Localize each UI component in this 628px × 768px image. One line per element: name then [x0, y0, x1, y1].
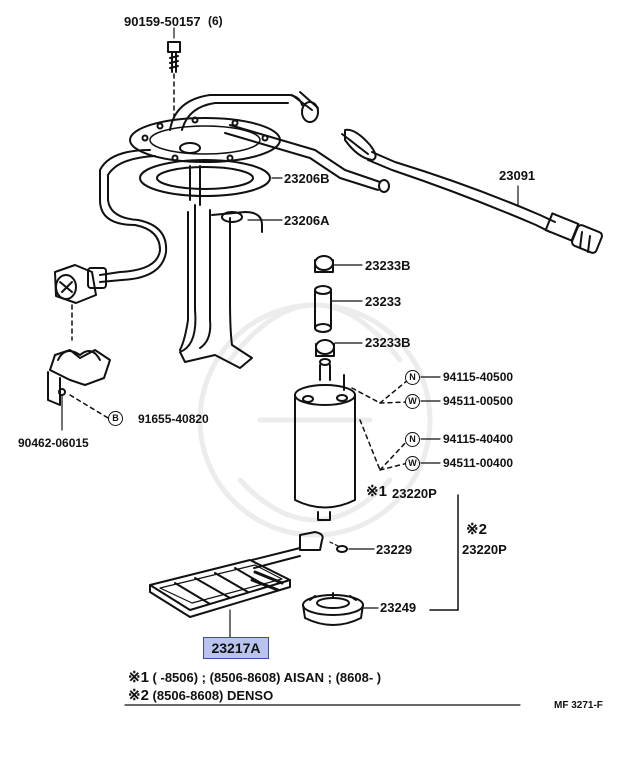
- pump-hose: [314, 285, 363, 333]
- label-nut-2[interactable]: 94115-40400: [443, 432, 514, 446]
- label-retainer[interactable]: 23249: [380, 600, 417, 615]
- note-1-text: ( -8506) ; (8506-8608) AISAN ; (8608- ): [152, 670, 382, 685]
- label-clamp-upper[interactable]: 23233B: [365, 258, 411, 273]
- gauge-bracket: [179, 204, 263, 369]
- label-pump-1-marker: ※1: [366, 483, 387, 500]
- nut-badge-icon: N: [405, 432, 420, 447]
- clamp-lower: [315, 339, 363, 357]
- note-2-text: (8506-8608) DENSO: [152, 688, 274, 703]
- note-1: ※1 ( -8506) ; (8506-8608) AISAN ; (8608-…: [128, 668, 381, 686]
- label-bolt[interactable]: 90159-50157: [124, 14, 201, 29]
- outlet-pipes: [169, 91, 390, 193]
- gasket-upper: [139, 159, 271, 206]
- retainer-part: [302, 592, 379, 626]
- label-filter-highlighted[interactable]: 23217A: [203, 637, 269, 659]
- diagram-code: MF 3271-F: [554, 700, 603, 711]
- connector-part: [54, 264, 107, 341]
- bolt-badge-icon: B: [108, 411, 123, 426]
- label-washer-1[interactable]: 94511-00500: [443, 394, 514, 408]
- note-2-marker: ※2: [128, 687, 149, 704]
- label-pump-1[interactable]: 23220P: [392, 486, 437, 501]
- label-pump-2[interactable]: 23220P: [462, 542, 507, 557]
- label-hose[interactable]: 23091: [499, 168, 536, 183]
- label-bracket-bolt[interactable]: 91655-40820: [138, 412, 209, 426]
- label-cushion[interactable]: 23229: [376, 542, 413, 557]
- label-gasket-lower[interactable]: 23206A: [284, 213, 330, 228]
- filter-part: [149, 559, 291, 638]
- bracket-part: [47, 349, 111, 431]
- fuel-hose: [341, 128, 603, 254]
- cushion-part: [329, 541, 375, 553]
- fuel-pump: [294, 358, 409, 521]
- wire-harness: [99, 149, 168, 283]
- nut-badge-icon: N: [405, 370, 420, 385]
- label-pump-hose[interactable]: 23233: [365, 294, 402, 309]
- washer-badge-icon: W: [405, 456, 420, 471]
- label-nut-1[interactable]: 94115-40500: [443, 370, 514, 384]
- label-washer-2[interactable]: 94511-00400: [443, 456, 514, 470]
- clamp-upper: [314, 255, 363, 273]
- washer-badge-icon: W: [405, 394, 420, 409]
- label-bolt-qty: (6): [208, 14, 223, 28]
- label-gasket-upper[interactable]: 23206B: [284, 171, 330, 186]
- note-1-marker: ※1: [128, 669, 149, 686]
- label-bracket[interactable]: 90462-06015: [18, 436, 89, 450]
- note-2: ※2 (8506-8608) DENSO: [128, 686, 273, 704]
- label-clamp-lower[interactable]: 23233B: [365, 335, 411, 350]
- label-pump-2-marker: ※2: [466, 521, 487, 538]
- bolt-part: [167, 41, 181, 119]
